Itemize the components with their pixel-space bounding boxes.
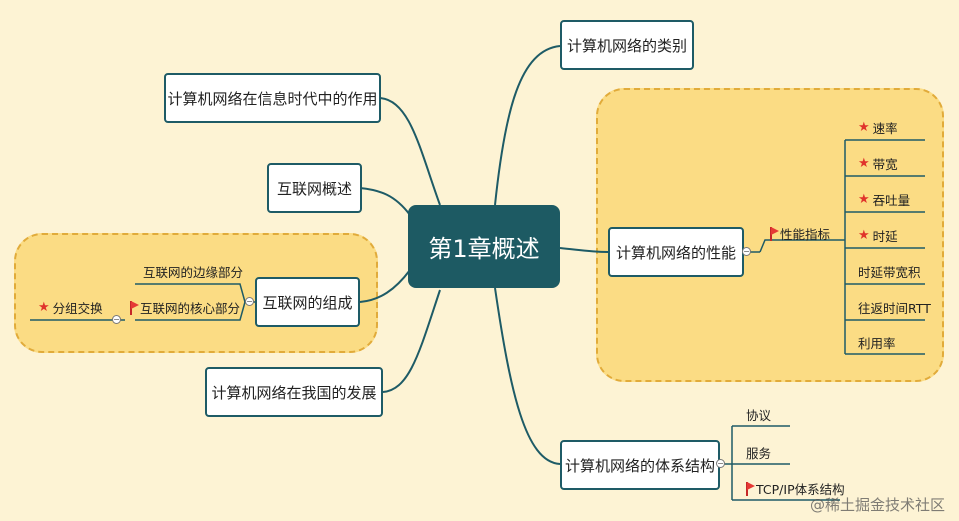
leaf-performance-indicators[interactable]: 性能指标 (770, 224, 830, 243)
leaf-internet-core[interactable]: 互联网的核心部分 (130, 298, 240, 317)
item-label: 时延带宽积 (858, 265, 921, 280)
node-network-performance[interactable]: 计算机网络的性能 (608, 227, 744, 277)
central-topic[interactable]: 第1章概述 (408, 205, 560, 288)
connector-gaishu (359, 187, 411, 216)
leaf-internet-edge[interactable]: 互联网的边缘部分 (143, 262, 243, 281)
connector-xingneng (559, 247, 609, 253)
leaf-delay[interactable]: ★ 时延 (858, 226, 898, 245)
leaf-bandwidth[interactable]: ★ 带宽 (858, 154, 898, 173)
star-icon: ★ (38, 300, 50, 315)
star-icon: ★ (858, 228, 870, 243)
connector-leibie (494, 45, 561, 206)
item-label: 往返时间RTT (858, 301, 931, 316)
collapse-toggle-architecture[interactable]: − (716, 459, 725, 468)
item-label: 服务 (746, 446, 772, 461)
leaf-protocol[interactable]: 协议 (746, 405, 771, 424)
item-label: 带宽 (872, 157, 898, 172)
item-label: 吞吐量 (872, 193, 911, 208)
item-label: TCP/IP体系结构 (756, 482, 845, 497)
leaf-throughput[interactable]: ★ 吞吐量 (858, 190, 910, 209)
item-label: 速率 (872, 121, 898, 136)
leaf-service[interactable]: 服务 (746, 443, 771, 462)
collapse-toggle-performance[interactable]: − (742, 247, 751, 256)
node-network-development-china[interactable]: 计算机网络在我国的发展 (205, 367, 383, 417)
item-label: 时延 (872, 229, 898, 244)
connector-zucheng (359, 269, 411, 303)
connector-zuoyong (379, 97, 441, 206)
node-internet-overview[interactable]: 互联网概述 (267, 163, 362, 213)
indicators-label: 性能指标 (780, 227, 831, 242)
item-label: 协议 (746, 408, 772, 423)
watermark: @稀土掘金技术社区 (809, 496, 945, 514)
leaf-utilization[interactable]: 利用率 (858, 333, 896, 352)
connector-tixi (494, 287, 561, 465)
node-network-role[interactable]: 计算机网络在信息时代中的作用 (164, 73, 381, 123)
core-label: 互联网的核心部分 (140, 301, 241, 316)
collapse-toggle-composition[interactable]: − (245, 297, 254, 306)
node-internet-composition[interactable]: 互联网的组成 (255, 277, 360, 327)
collapse-toggle-core[interactable]: − (112, 315, 121, 324)
leaf-rtt[interactable]: 往返时间RTT (858, 298, 931, 317)
leaf-rate[interactable]: ★ 速率 (858, 118, 898, 137)
edge-label: 互联网的边缘部分 (143, 265, 244, 280)
leaf-packet-switching[interactable]: ★ 分组交换 (38, 298, 103, 317)
node-network-categories[interactable]: 计算机网络的类别 (560, 20, 694, 70)
leaf-delay-bandwidth-product[interactable]: 时延带宽积 (858, 262, 921, 281)
leaf-tcpip-architecture[interactable]: TCP/IP体系结构 (746, 479, 845, 498)
star-icon: ★ (858, 156, 870, 171)
item-label: 利用率 (858, 336, 896, 351)
connector-fazhan (382, 289, 441, 393)
star-icon: ★ (858, 192, 870, 207)
switching-label: 分组交换 (52, 301, 103, 316)
star-icon: ★ (858, 120, 870, 135)
node-network-architecture[interactable]: 计算机网络的体系结构 (560, 440, 720, 490)
